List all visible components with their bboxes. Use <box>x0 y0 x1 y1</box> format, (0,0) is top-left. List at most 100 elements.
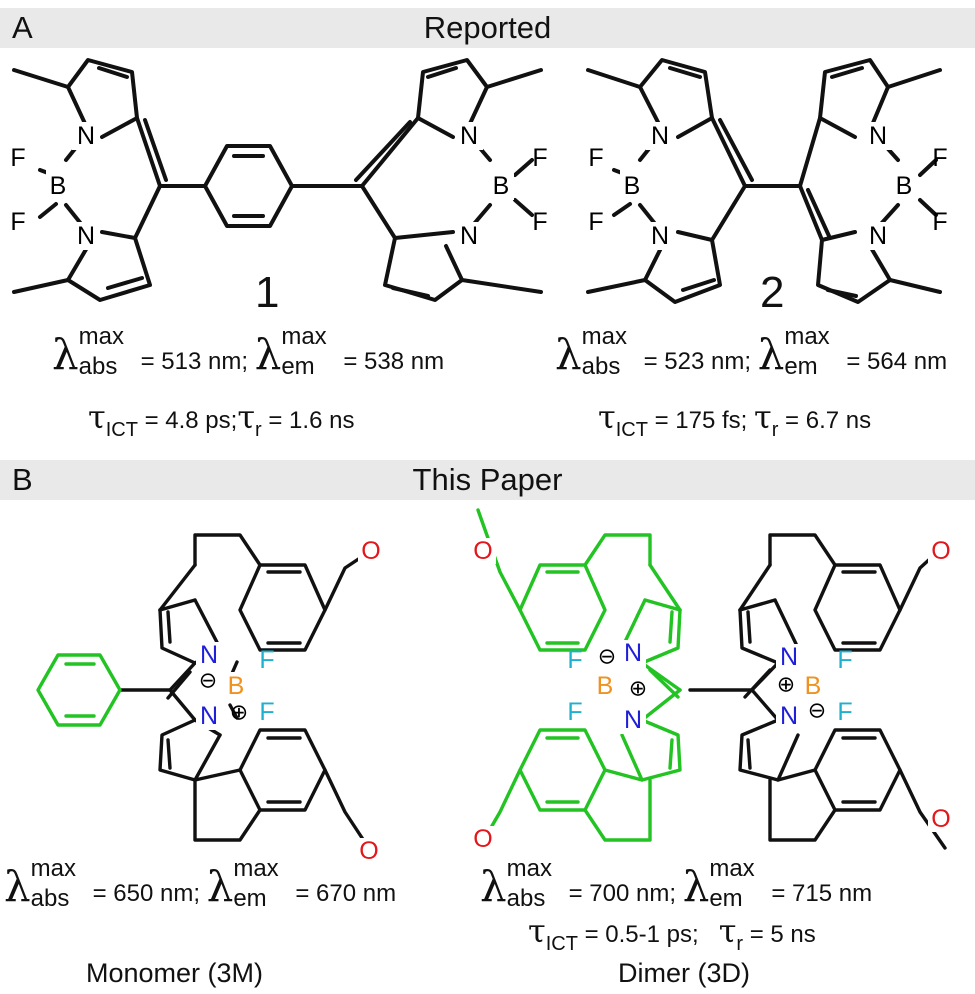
panel-a-letter: A <box>12 10 33 45</box>
dimer-atoms: N N B F F ⊖ ⊕ N N B F F ⊕ ⊖ O O O O <box>470 537 954 853</box>
panel-a-bonds <box>12 58 942 304</box>
fluorine-atom: F <box>532 144 547 172</box>
dimer-tau-r: = 5 ns <box>749 921 816 948</box>
compound-2-lifetimes: τICT = 175 fs; τr = 6.7 ns <box>598 398 872 441</box>
tau-symbol: τ <box>88 398 106 436</box>
compound-1-lambda-abs: = 513 nm; <box>140 348 249 375</box>
dimer-lambda-em: = 715 nm <box>771 880 873 907</box>
superscript-max: max <box>281 323 327 350</box>
subscript-em: em <box>233 885 267 912</box>
subscript-abs: abs <box>581 353 621 380</box>
nitrogen-atom: N <box>651 122 669 150</box>
monomer-atoms: N N B F F ⊖ ⊕ O O <box>196 537 384 865</box>
superscript-max: max <box>506 855 552 882</box>
boron-atom: B <box>228 672 245 700</box>
nitrogen-atom: N <box>869 122 887 150</box>
fluorine-atom: F <box>932 144 947 172</box>
positive-charge-icon: ⊕ <box>230 700 248 725</box>
lambda-symbol: λ <box>254 330 282 379</box>
tau-symbol: τ <box>718 912 737 950</box>
oxygen-atom: O <box>931 537 950 565</box>
oxygen-atom: O <box>359 837 378 865</box>
subscript-ict: ICT <box>615 419 648 441</box>
subscript-r: r <box>255 419 262 441</box>
fluorine-atom: F <box>10 144 25 172</box>
panel-b-header <box>0 460 975 500</box>
compound-2-number: 2 <box>760 268 785 317</box>
dimer-lambda-abs: = 700 nm; <box>568 880 677 907</box>
boron-atom: B <box>805 672 822 700</box>
monomer-caption: Monomer (3M) <box>86 958 264 988</box>
subscript-abs: abs <box>78 353 118 380</box>
superscript-max: max <box>581 323 627 350</box>
superscript-max: max <box>784 323 830 350</box>
panel-a-title: Reported <box>423 10 552 45</box>
compound-1-tau-r: = 1.6 ns <box>268 407 355 434</box>
boron-atom: B <box>896 172 913 200</box>
oxygen-atom: O <box>473 537 492 565</box>
compound-1-lambda-em: = 538 nm <box>343 348 445 375</box>
nitrogen-atom: N <box>780 643 798 671</box>
subscript-em: em <box>784 353 818 380</box>
compound-1-lifetimes: τICT = 4.8 ps;τr = 1.6 ns <box>88 398 355 441</box>
compound-1-tau-ict: = 4.8 ps; <box>144 407 238 434</box>
fluorine-atom: F <box>932 208 947 236</box>
negative-charge-icon: ⊖ <box>808 698 826 723</box>
compound-2-lambda-em: = 564 nm <box>846 348 948 375</box>
fluorine-atom: F <box>588 144 603 172</box>
nitrogen-atom: N <box>869 222 887 250</box>
nitrogen-atom: N <box>77 122 95 150</box>
nitrogen-atom: N <box>651 222 669 250</box>
compound-1-number: 1 <box>255 268 280 317</box>
nitrogen-atom: N <box>780 702 798 730</box>
boron-atom: B <box>624 172 641 200</box>
compound-2-lambda-abs: = 523 nm; <box>643 348 752 375</box>
subscript-r: r <box>736 933 744 955</box>
compound-2-tau-r: = 6.7 ns <box>785 407 872 434</box>
fluorine-atom: F <box>259 698 274 726</box>
panel-b-title: This Paper <box>412 462 563 497</box>
lambda-symbol: λ <box>555 330 582 379</box>
dimer-caption: Dimer (3D) <box>618 958 750 988</box>
dimer-tau-ict: = 0.5-1 ps; <box>584 921 699 948</box>
positive-charge-icon: ⊕ <box>629 676 647 701</box>
boron-atom: B <box>493 172 510 200</box>
tau-symbol: τ <box>528 912 546 950</box>
panel-b-bonds-black <box>118 533 947 852</box>
fluorine-atom: F <box>259 646 274 674</box>
boron-atom: B <box>597 672 614 700</box>
nitrogen-atom: N <box>460 122 478 150</box>
nitrogen-atom: N <box>200 702 218 730</box>
fluorine-atom: F <box>567 698 582 726</box>
panel-b-letter: B <box>12 462 33 497</box>
nitrogen-atom: N <box>200 641 218 669</box>
monomer-lambda-em: = 670 nm <box>295 880 397 907</box>
tau-symbol: τ <box>237 398 256 436</box>
subscript-abs: abs <box>30 885 70 912</box>
subscript-r: r <box>771 419 779 441</box>
positive-charge-icon: ⊕ <box>777 672 795 697</box>
lambda-symbol: λ <box>757 330 785 379</box>
fluorine-atom: F <box>567 646 582 674</box>
dimer-lifetimes: τICT = 0.5-1 ps; τr = 5 ns <box>528 912 816 955</box>
subscript-em: em <box>281 353 315 380</box>
nitrogen-atom: N <box>460 222 478 250</box>
fluorine-atom: F <box>837 698 852 726</box>
nitrogen-atom: N <box>77 222 95 250</box>
fluorine-atom: F <box>10 208 25 236</box>
fluorine-atom: F <box>588 208 603 236</box>
nitrogen-atom: N <box>624 639 642 667</box>
lambda-symbol: λ <box>206 862 234 911</box>
monomer-lambda-abs: = 650 nm; <box>92 880 201 907</box>
lambda-symbol: λ <box>480 862 507 911</box>
compound-2-atoms: N N B F F N N B F F <box>588 122 948 250</box>
tau-symbol: τ <box>754 398 772 436</box>
negative-charge-icon: ⊖ <box>199 668 217 693</box>
superscript-max: max <box>709 855 755 882</box>
negative-charge-icon: ⊖ <box>598 644 616 669</box>
